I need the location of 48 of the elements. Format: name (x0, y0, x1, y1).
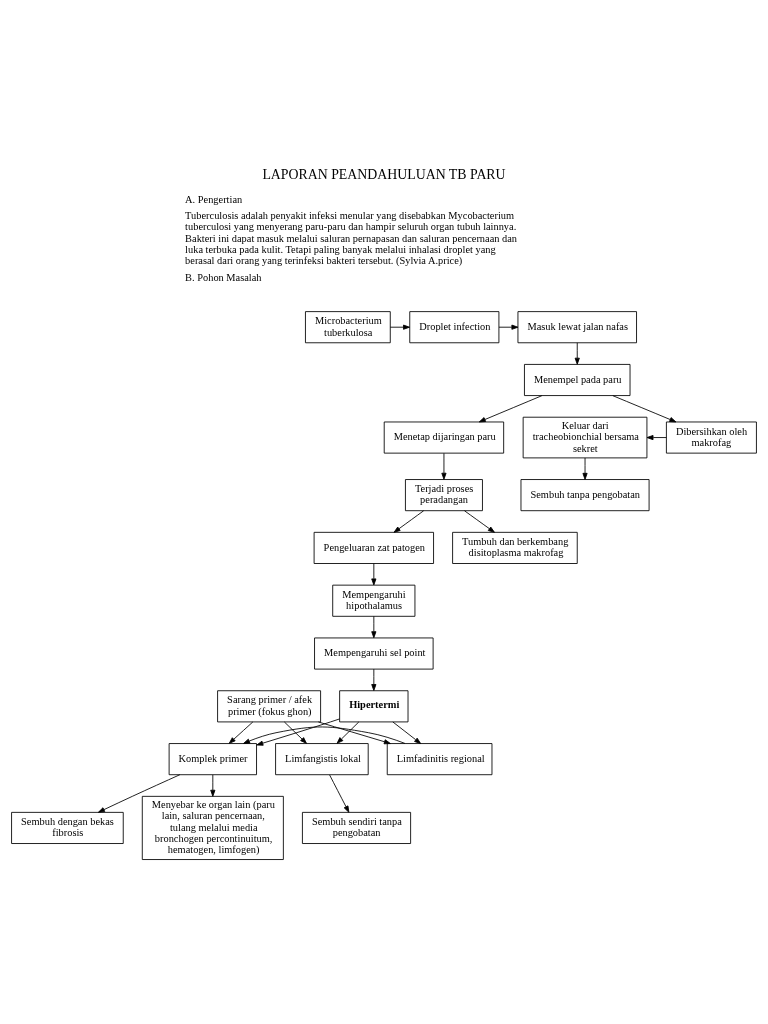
node-box: Sembuh sendiri tanpa pengobatan (302, 811, 412, 844)
arrow (464, 510, 495, 533)
node-box: Mempengaruhi hipothalamus (332, 584, 416, 617)
arrow (389, 324, 410, 330)
arrow (256, 718, 341, 746)
arrow (243, 726, 406, 744)
node-box: Pengeluaran zat patogen (313, 531, 434, 564)
node-box: Hipertermi (339, 690, 409, 723)
arrow (393, 510, 425, 533)
node-box: Menyebar ke organ lain (paru lain, saluran pencernaan, tulang melalui media bronchogen percontinuitum, hematogen, limfogen) (141, 795, 284, 860)
arrow (612, 395, 677, 423)
arrow (371, 563, 377, 586)
arrow (317, 721, 391, 745)
label: Tuberculosis adalah penyakit infeksi menular yang disebabkan Mycobacterium tuberculosi yang menyerang paru-paru dan hampir seluruh organ tubuh lainnya. Bakteri ini dapat masuk melalui saluran pernapasan dan saluran pencernaan dan luka terbuka pada kulit. Tetapi paling banyak melalui inhalasi droplet yang berasal dari orang yang terinfeksi bakteri tersebut. (Sylvia A.price) (185, 210, 517, 267)
label: A. Pengertian (185, 193, 243, 205)
arrow (498, 324, 519, 330)
node-box: Sembuh tanpa pengobatan (520, 479, 650, 512)
node-box: Menempel pada paru (524, 364, 631, 396)
node-box: Limfadinitis regional (386, 743, 493, 776)
arrow (210, 774, 216, 797)
diagram-title: LAPORAN PEANDAHULUAN TB PARU (262, 167, 506, 182)
node-box: Masuk lewat jalan nafas (517, 311, 637, 344)
arrow (392, 721, 422, 744)
arrow (441, 452, 447, 480)
arrow (574, 342, 580, 365)
arrow (336, 721, 360, 744)
arrow (371, 668, 377, 691)
arrow (97, 774, 181, 813)
node-box: Sembuh dengan bekas fibrosis (11, 811, 124, 844)
arrow (371, 615, 377, 639)
arrow (228, 721, 254, 744)
node-box: Sarang primer / afek primer (fokus ghon) (217, 690, 322, 723)
node-box: Dibersihkan oleh makrofag (665, 421, 757, 454)
node-box: Droplet infection (409, 311, 500, 344)
node-box: Menetap dijaringan paru (383, 421, 505, 454)
label: B. Pohon Masalah (185, 271, 262, 283)
node-box: Mempengaruhi sel point (314, 637, 434, 670)
arrow (646, 435, 667, 441)
node-box: Keluar dari tracheobionchial bersama sekret (522, 416, 648, 459)
node-box: Terjadi proses peradangan (405, 479, 483, 512)
arrow (582, 457, 588, 480)
node-box: Komplek primer (168, 743, 257, 776)
arrow (329, 774, 350, 813)
node-box: Microbacterium tuberkulosa (305, 311, 391, 344)
node-box: Limfangistis lokal (275, 743, 369, 776)
node-box: Tumbuh dan berkembang disitoplasma makrofag (452, 531, 578, 564)
arrow (478, 395, 543, 423)
arrow (283, 721, 307, 744)
